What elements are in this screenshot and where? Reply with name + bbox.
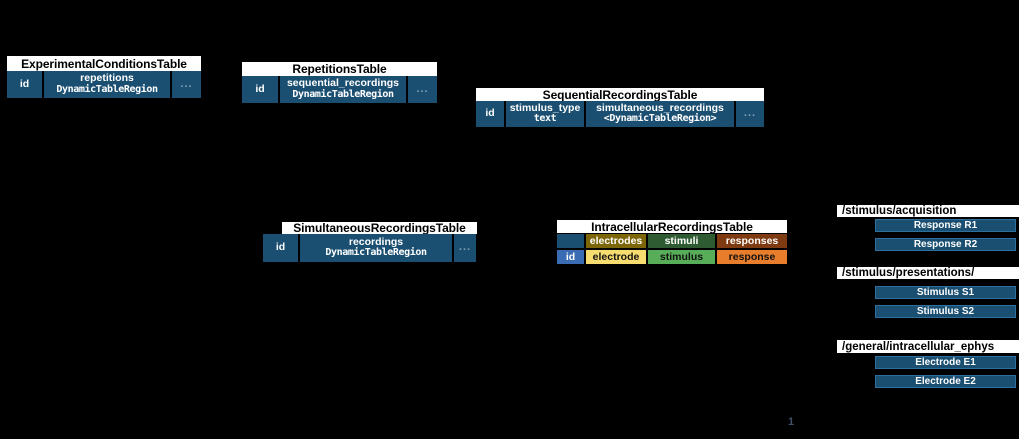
ellipsis-label: ... — [458, 241, 472, 254]
id-cell: id — [242, 76, 278, 103]
recordings-cell: recordings DynamicTableRegion — [300, 234, 452, 262]
id-label: id — [275, 241, 286, 254]
column-type: DynamicTableRegion — [325, 247, 427, 259]
repetitions-table-title: RepetitionsTable — [242, 62, 437, 76]
column-type: text — [533, 113, 557, 125]
sequential-recordings-table-row: id stimulus_type text simultaneous_recor… — [476, 101, 764, 127]
electrode-e2-box: Electrode E2 — [875, 375, 1016, 388]
column-type: DynamicTableRegion — [56, 83, 158, 95]
id-label: id — [485, 107, 495, 120]
column-label: stimulus_type — [509, 101, 581, 114]
id-label: id — [19, 77, 30, 90]
sequential-recordings-table-title: SequentialRecordingsTable — [476, 88, 764, 102]
electrode-column-cell: electrode — [586, 250, 646, 264]
stimuli-category-cell: stimuli — [648, 234, 715, 248]
id-label: id — [255, 82, 265, 95]
response-r2-box: Response R2 — [875, 238, 1016, 251]
experimental-conditions-table-row: id repetitions DynamicTableRegion ... — [7, 71, 201, 98]
ellipsis-cell: ... — [736, 101, 764, 127]
sequential-recordings-cell: sequential_recordings DynamicTableRegion — [280, 76, 406, 103]
intracellular-recordings-category-row: electrodes stimuli responses — [557, 234, 787, 248]
column-label: simultaneous_recordings — [596, 101, 724, 114]
stimulus-column-cell: stimulus — [648, 250, 715, 264]
stimulus-s1-box: Stimulus S1 — [875, 286, 1016, 299]
repetitions-table-row: id sequential_recordings DynamicTableReg… — [242, 76, 437, 103]
ellipsis-label: ... — [743, 107, 757, 120]
simultaneous-recordings-table-row: id recordings DynamicTableRegion ... — [263, 234, 476, 262]
repetitions-cell: repetitions DynamicTableRegion — [44, 71, 170, 98]
electrode-e1-box: Electrode E1 — [875, 356, 1016, 369]
response-r1-box: Response R1 — [875, 219, 1016, 232]
electrodes-category-cell: electrodes — [586, 234, 646, 248]
general-intracellular-ephys-path-header: /general/intracellular_ephys — [837, 340, 1019, 353]
column-label: repetitions — [80, 72, 134, 85]
stimulus-presentations-path-header: /stimulus/presentations/ — [837, 267, 1019, 279]
experimental-conditions-table-title: ExperimentalConditionsTable — [7, 56, 201, 71]
intracellular-recordings-table-title: IntracellularRecordingsTable — [557, 220, 787, 234]
ellipsis-label: ... — [416, 82, 429, 95]
column-type: <DynamicTableRegion> — [603, 113, 717, 125]
simultaneous-recordings-cell: simultaneous_recordings <DynamicTableReg… — [586, 101, 734, 127]
responses-category-cell: responses — [717, 234, 787, 248]
id-cell: id — [557, 250, 584, 264]
intracellular-recordings-column-row: id electrode stimulus response — [557, 250, 787, 264]
ellipsis-label: ... — [180, 77, 193, 90]
stimulus-acquisition-path-header: /stimulus/acquisition — [837, 205, 1019, 217]
column-type: DynamicTableRegion — [292, 88, 394, 100]
response-column-cell: response — [717, 250, 787, 264]
stimulus-s2-box: Stimulus S2 — [875, 305, 1016, 318]
ellipsis-cell: ... — [408, 76, 437, 103]
simultaneous-recordings-table-title: SimultaneousRecordingsTable — [282, 221, 477, 235]
empty-category-cell — [557, 234, 584, 248]
ellipsis-cell: ... — [454, 234, 476, 262]
column-label: recordings — [348, 235, 404, 248]
column-label: sequential_recordings — [286, 77, 400, 90]
id-cell: id — [263, 234, 298, 262]
id-cell: id — [476, 101, 504, 127]
footnote-marker: 1 — [788, 416, 795, 428]
stimulus-type-cell: stimulus_type text — [506, 101, 584, 127]
ellipsis-cell: ... — [172, 71, 201, 98]
id-cell: id — [7, 71, 42, 98]
